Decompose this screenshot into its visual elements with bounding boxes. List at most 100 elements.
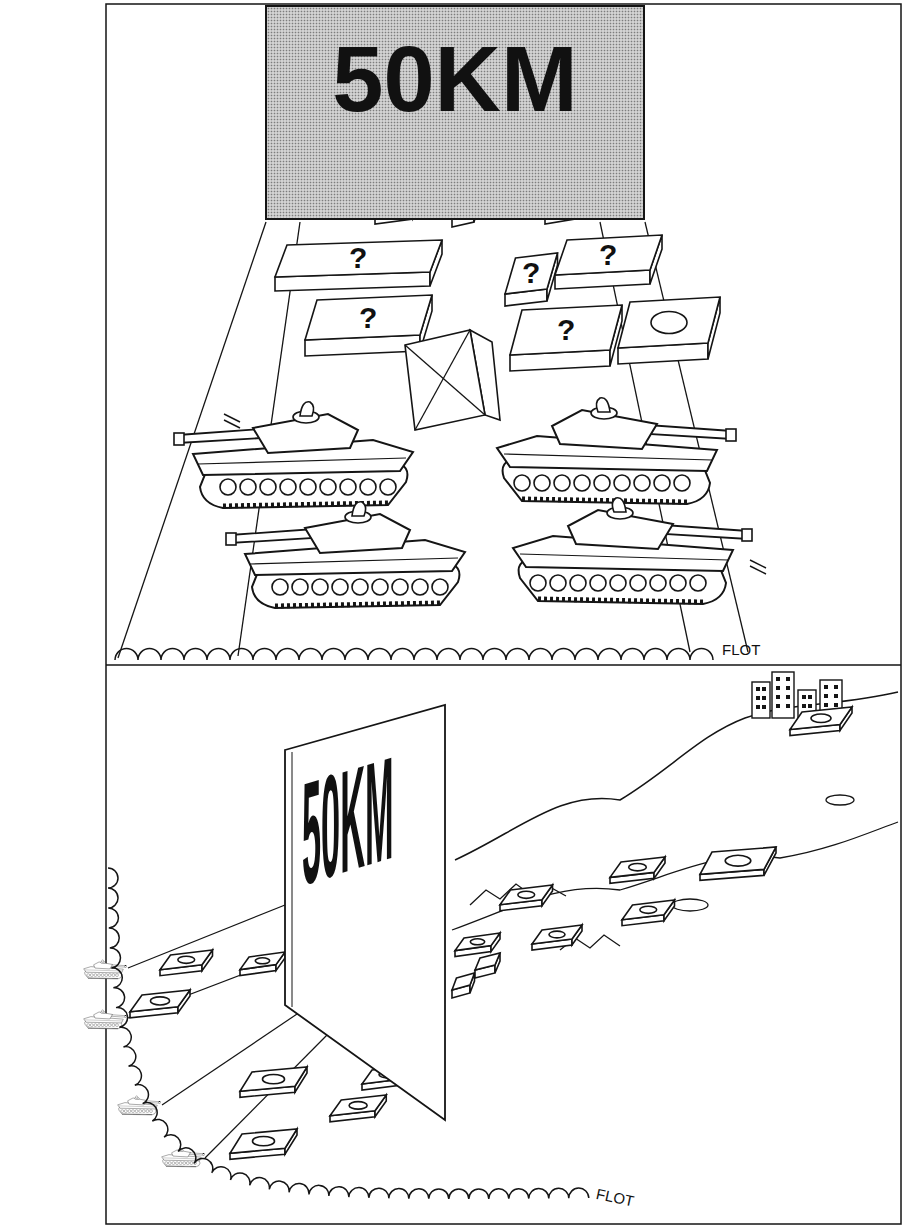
block-top	[230, 1129, 297, 1153]
wall-outline	[285, 705, 445, 1120]
unit-block	[790, 707, 852, 736]
building-window	[776, 695, 780, 699]
block-top	[455, 933, 500, 951]
sight-line	[205, 1032, 330, 1158]
block-top	[240, 1067, 307, 1091]
crater	[826, 795, 854, 805]
unit-block	[622, 900, 675, 926]
panel-divider	[106, 664, 901, 666]
building-window	[808, 695, 812, 699]
unit-block	[455, 933, 500, 957]
building-window	[776, 704, 780, 708]
block-top	[622, 900, 675, 920]
block-top	[790, 707, 852, 730]
building-window	[834, 703, 838, 707]
building-window	[786, 686, 790, 690]
unit-block	[240, 1067, 307, 1097]
hill-outline	[452, 822, 898, 930]
building-wall	[772, 672, 794, 718]
sight-line	[162, 1012, 300, 1105]
building-window	[786, 704, 790, 708]
box-cross	[405, 345, 485, 415]
building-window	[762, 705, 766, 709]
box-front	[405, 330, 485, 430]
bottom-panel-art	[84, 672, 898, 1199]
question-mark: ?	[522, 258, 540, 288]
building-window	[824, 694, 828, 698]
tick-mark	[224, 420, 240, 428]
tank	[84, 1010, 127, 1029]
block-top	[160, 950, 213, 970]
unit-block	[618, 297, 720, 364]
town-building	[752, 682, 770, 718]
building-window	[802, 695, 806, 699]
tank	[162, 1148, 205, 1167]
distance-sign: 50KM	[265, 5, 645, 220]
unit-symbol	[253, 1137, 275, 1146]
question-mark: ?	[359, 303, 377, 333]
unit-symbol	[178, 956, 195, 963]
block-top	[330, 1095, 386, 1116]
building-window	[824, 685, 828, 689]
unit-symbol	[255, 958, 269, 964]
block-top	[475, 953, 500, 970]
unit-block	[505, 253, 558, 306]
town-building	[772, 672, 794, 718]
block-top	[505, 253, 558, 294]
building-window	[762, 696, 766, 700]
block-top	[275, 240, 442, 277]
unit-symbol	[651, 311, 687, 333]
unit-symbol	[150, 997, 169, 1005]
block-top	[500, 885, 553, 905]
unit-block	[555, 235, 662, 289]
unit-block	[500, 885, 553, 911]
building-window	[756, 705, 760, 709]
unit-block	[510, 305, 622, 371]
flot-label: FLOT	[722, 642, 760, 657]
unit-symbol	[629, 864, 647, 871]
top-panel-art	[115, 183, 766, 660]
building-window	[762, 687, 766, 691]
unit-block	[130, 990, 190, 1018]
unit-block	[475, 953, 500, 978]
crater	[672, 899, 708, 911]
question-mark: ?	[599, 240, 617, 270]
building-window	[824, 703, 828, 707]
building-window	[808, 704, 812, 708]
flot-line	[115, 649, 713, 661]
unit-block	[160, 950, 213, 976]
block-top	[618, 297, 720, 348]
building-window	[802, 704, 806, 708]
building-wall	[752, 682, 770, 718]
tank	[226, 502, 465, 608]
tank	[513, 498, 752, 604]
distance-text: 50KM	[332, 33, 577, 125]
block-top	[532, 925, 582, 944]
flot-label: FLOT	[595, 1186, 636, 1209]
block-top	[130, 990, 190, 1012]
tank	[174, 402, 413, 508]
building-window	[756, 687, 760, 691]
box-cross	[415, 330, 470, 430]
block-top	[555, 235, 662, 275]
question-mark: ?	[349, 243, 367, 273]
unit-symbol	[518, 891, 535, 898]
question-mark: ?	[557, 315, 575, 345]
unit-symbol	[263, 1075, 285, 1084]
hill-outline	[455, 692, 898, 860]
block-top	[452, 973, 475, 990]
unit-block	[610, 857, 665, 883]
building-window	[776, 686, 780, 690]
block-top	[510, 305, 622, 355]
building-window	[786, 677, 790, 681]
unit-symbol	[725, 855, 751, 866]
unit-symbol	[640, 906, 657, 913]
wall-edge	[292, 752, 293, 1007]
block-top	[240, 952, 285, 970]
tank	[497, 398, 736, 504]
unit-block	[452, 973, 475, 998]
unit-symbol	[549, 931, 565, 938]
block-top	[700, 847, 776, 874]
